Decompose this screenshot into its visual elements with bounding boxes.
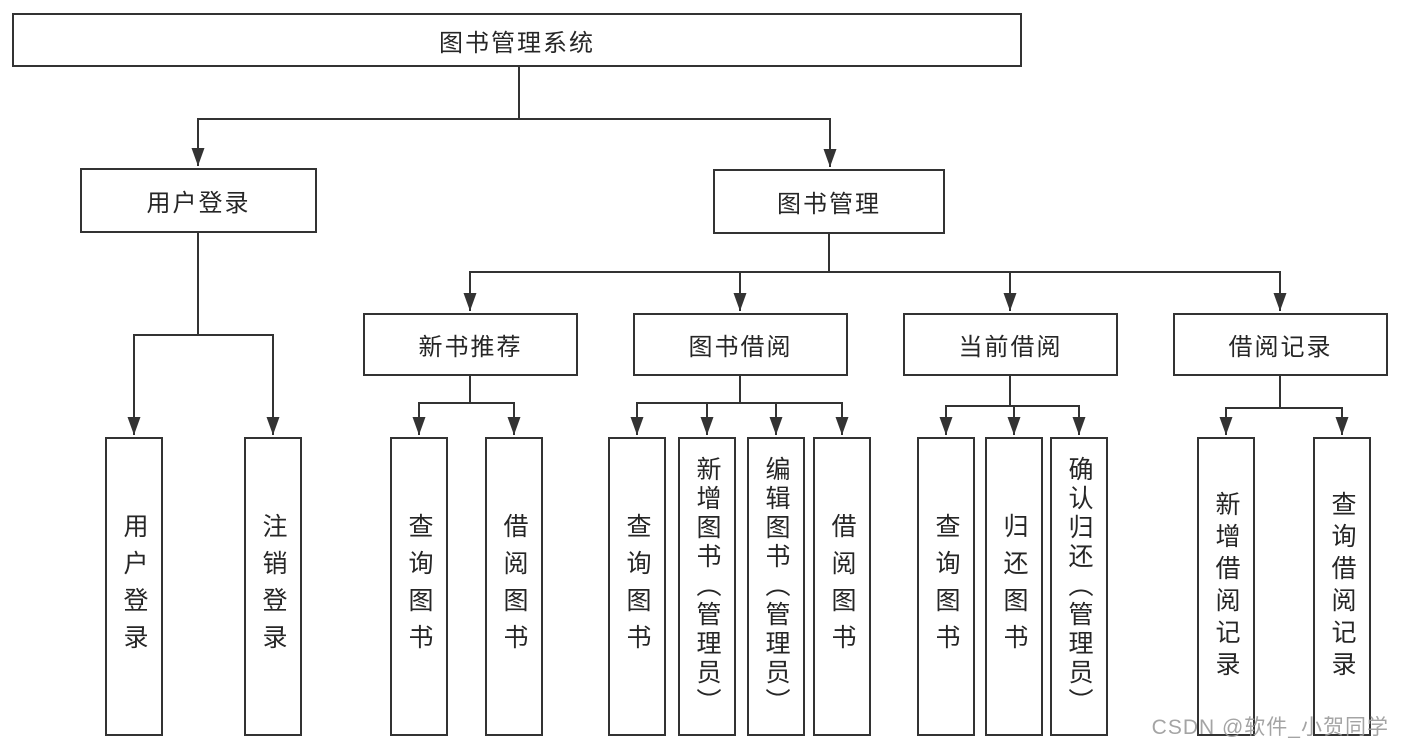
leaf-query-books-borrow: 查询图书 xyxy=(608,437,666,736)
node-book-management: 图书管理 xyxy=(713,169,945,234)
leaf-logout: 注销登录 xyxy=(244,437,302,736)
node-library-management-system: 图书管理系统 xyxy=(12,13,1022,67)
leaf-query-books-recommend: 查询图书 xyxy=(390,437,448,736)
node-user-login: 用户登录 xyxy=(80,168,317,233)
leaf-borrow-books-recommend: 借阅图书 xyxy=(485,437,543,736)
node-borrow-records: 借阅记录 xyxy=(1173,313,1388,376)
leaf-user-login: 用户登录 xyxy=(105,437,163,736)
leaf-confirm-return-admin: 确认归还（管理员） xyxy=(1050,437,1108,736)
leaf-add-book-admin: 新增图书（管理员） xyxy=(678,437,736,736)
node-current-borrow: 当前借阅 xyxy=(903,313,1118,376)
node-new-book-recommend: 新书推荐 xyxy=(363,313,578,376)
leaf-edit-book-admin: 编辑图书（管理员） xyxy=(747,437,805,736)
watermark-text: CSDN @软件_小贺同学 xyxy=(1151,716,1389,739)
leaf-add-borrow-record: 新增借阅记录 xyxy=(1197,437,1255,736)
leaf-query-borrow-record: 查询借阅记录 xyxy=(1313,437,1371,736)
leaf-return-book: 归还图书 xyxy=(985,437,1043,736)
leaf-borrow-books: 借阅图书 xyxy=(813,437,871,736)
leaf-query-books-current: 查询图书 xyxy=(917,437,975,736)
node-book-borrow: 图书借阅 xyxy=(633,313,848,376)
